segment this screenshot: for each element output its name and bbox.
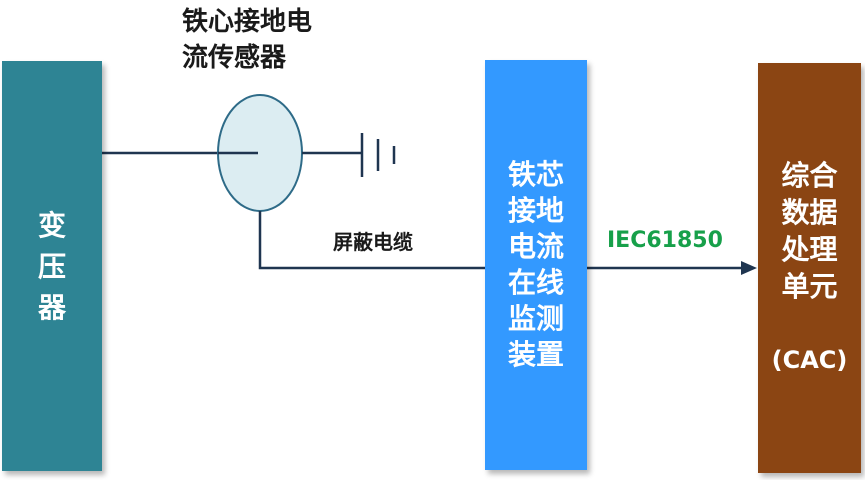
transformer-block: 变 压 器 bbox=[2, 61, 102, 471]
monitoring-device-block: 铁芯 接地 电流 在线 监测 装置 bbox=[485, 60, 587, 470]
cac-name-label: 综合 数据 处理 单元 bbox=[781, 159, 838, 303]
sensor-label: 铁心接地电 流传感器 bbox=[182, 7, 313, 73]
protocol-label: IEC61850 bbox=[607, 228, 723, 253]
transformer-label: 变 压 器 bbox=[37, 208, 66, 324]
cac-block: 综合 数据 处理 单元 (CAC) bbox=[758, 63, 861, 473]
shielded-cable-wire bbox=[258, 211, 485, 270]
cac-code-label: (CAC) bbox=[771, 346, 848, 374]
ground-icon bbox=[360, 133, 396, 177]
arrowhead-icon bbox=[741, 261, 757, 275]
shielded-cable-label: 屏蔽电缆 bbox=[333, 230, 413, 254]
monitoring-device-label: 铁芯 接地 电流 在线 监测 装置 bbox=[507, 158, 564, 371]
